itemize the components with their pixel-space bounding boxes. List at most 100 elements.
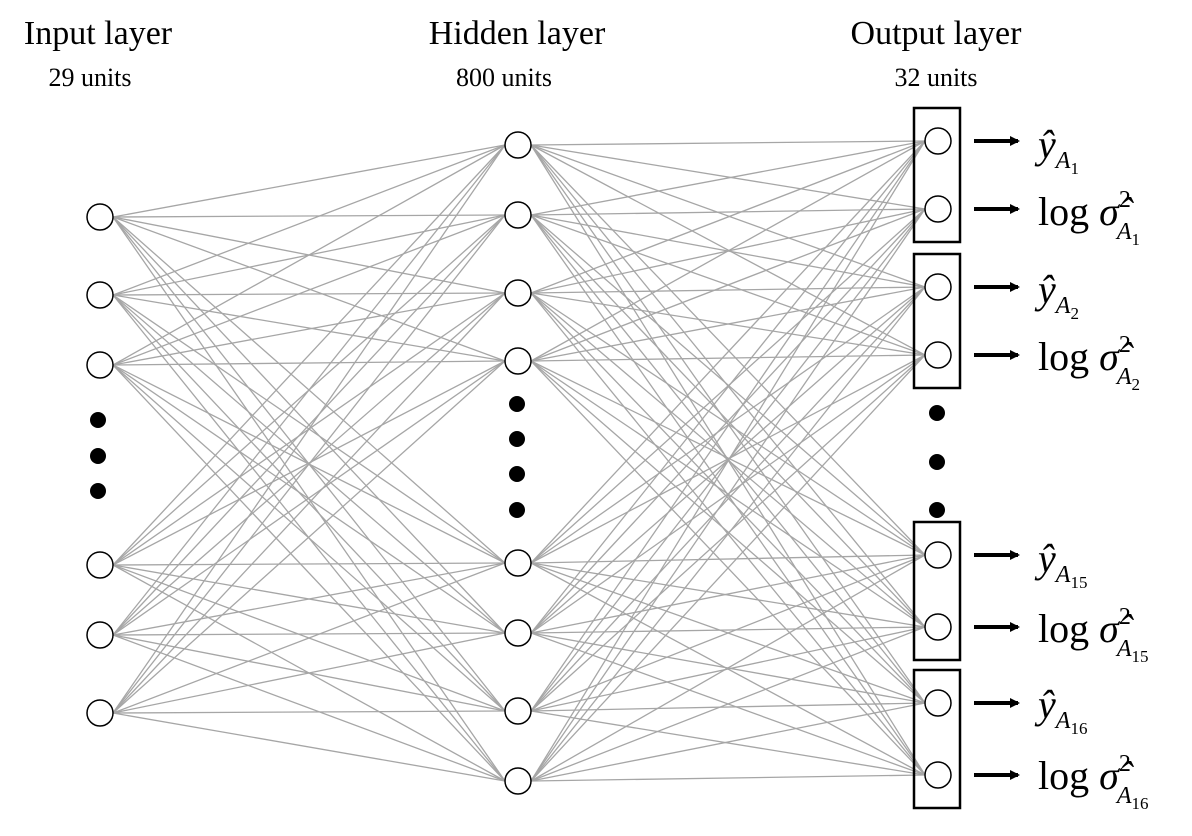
edge-hidden-3-output-0	[530, 140, 926, 362]
hidden-node-6	[504, 697, 532, 725]
hidden-ellipsis-dot-3	[509, 502, 525, 518]
output-ellipsis-dot-0	[929, 405, 945, 421]
hidden-node-7	[504, 767, 532, 795]
edge-input-2-hidden-0	[112, 144, 506, 366]
edge-input-5-hidden-5	[112, 632, 506, 714]
edge-hidden-5-output-1	[530, 208, 926, 634]
edge-hidden-3-output-1	[530, 208, 926, 362]
output-group-box-2	[912, 252, 962, 390]
edge-input-4-hidden-4	[112, 562, 506, 636]
hidden-node-2	[504, 279, 532, 307]
edge-input-1-hidden-0	[112, 144, 506, 296]
output-arrows	[974, 136, 1020, 780]
edge-input-4-hidden-1	[112, 214, 506, 636]
edge-hidden-5-output-0	[530, 140, 926, 634]
hidden-node-0	[504, 131, 532, 159]
output-layer-title: Output layer	[851, 15, 1023, 52]
edge-hidden-6-output-5	[530, 626, 926, 712]
edge-hidden-2-output-6	[530, 292, 926, 704]
output-node-2	[924, 273, 952, 301]
edge-hidden-5-output-5	[530, 626, 926, 634]
output-group-box-3	[912, 520, 962, 662]
edge-hidden-5-output-4	[530, 554, 926, 634]
hidden-ellipsis-dot-0	[509, 396, 525, 412]
edge-input-1-hidden-2	[112, 292, 506, 296]
input-ellipsis-dot-2	[90, 483, 106, 499]
edge-hidden-0-output-0	[530, 140, 926, 146]
output-node-1	[924, 195, 952, 223]
hidden-node-3	[504, 347, 532, 375]
edge-hidden-7-output-2	[530, 286, 926, 782]
edge-hidden-7-output-0	[530, 140, 926, 782]
edge-hidden-6-output-0	[530, 140, 926, 712]
input-ellipsis-dot-0	[90, 412, 106, 428]
edge-input-3-hidden-4	[112, 562, 506, 566]
edge-hidden-3-output-4	[530, 360, 926, 556]
output-label-mean-16: ŷA16	[1034, 682, 1087, 738]
edge-input-5-hidden-6	[112, 710, 506, 714]
edge-input-0-hidden-3	[112, 216, 506, 362]
edge-hidden-6-output-4	[530, 554, 926, 712]
edge-hidden-7-output-4	[530, 554, 926, 782]
output-ellipsis-dot-2	[929, 502, 945, 518]
edge-hidden-3-output-6	[530, 360, 926, 704]
output-node-7	[924, 761, 952, 789]
edge-hidden-0-output-2	[530, 144, 926, 288]
edge-hidden-7-output-1	[530, 208, 926, 782]
edge-input-5-hidden-1	[112, 214, 506, 714]
edge-input-5-hidden-2	[112, 292, 506, 714]
edge-hidden-7-output-3	[530, 354, 926, 782]
edge-hidden-6-output-7	[530, 710, 926, 776]
output-group-box-4	[912, 668, 962, 810]
edge-input-4-hidden-3	[112, 360, 506, 636]
edge-hidden-7-output-6	[530, 702, 926, 782]
edge-input-2-hidden-7	[112, 364, 506, 782]
neuron-nodes	[86, 127, 952, 795]
output-group-boxes	[912, 106, 962, 810]
edge-input-2-hidden-5	[112, 364, 506, 634]
edge-hidden-4-output-5	[530, 562, 926, 628]
edge-hidden-3-output-2	[530, 286, 926, 362]
output-node-3	[924, 341, 952, 369]
edge-input-3-hidden-0	[112, 144, 506, 566]
edge-hidden-7-output-5	[530, 626, 926, 782]
hidden-ellipsis-dot-2	[509, 466, 525, 482]
output-label-mean-1: ŷA1	[1034, 122, 1079, 178]
hidden-layer-units: 800 units	[456, 63, 552, 92]
edge-hidden-3-output-3	[530, 354, 926, 362]
edge-input-2-hidden-6	[112, 364, 506, 712]
edge-input-0-hidden-0	[112, 144, 506, 218]
edge-hidden-0-output-3	[530, 144, 926, 356]
hidden-node-1	[504, 201, 532, 229]
connection-edges	[112, 140, 926, 782]
input-node-1	[86, 281, 114, 309]
edge-input-2-hidden-2	[112, 292, 506, 366]
output-node-0	[924, 127, 952, 155]
input-node-3	[86, 551, 114, 579]
ellipsis-dots	[90, 396, 945, 518]
edge-input-2-hidden-3	[112, 360, 506, 366]
edge-hidden-1-output-1	[530, 208, 926, 216]
output-node-6	[924, 689, 952, 717]
edge-input-4-hidden-7	[112, 634, 506, 782]
input-layer-units: 29 units	[48, 63, 131, 92]
hidden-layer-title: Hidden layer	[429, 15, 606, 52]
output-node-5	[924, 613, 952, 641]
input-node-2	[86, 351, 114, 379]
hidden-ellipsis-dot-1	[509, 431, 525, 447]
edge-input-0-hidden-1	[112, 214, 506, 218]
input-ellipsis-dot-1	[90, 448, 106, 464]
edge-hidden-4-output-0	[530, 140, 926, 564]
edge-input-5-hidden-7	[112, 712, 506, 782]
input-layer-title: Input layer	[24, 15, 173, 52]
edge-hidden-2-output-2	[530, 286, 926, 294]
edge-hidden-2-output-4	[530, 292, 926, 556]
edge-input-5-hidden-3	[112, 360, 506, 714]
hidden-node-5	[504, 619, 532, 647]
